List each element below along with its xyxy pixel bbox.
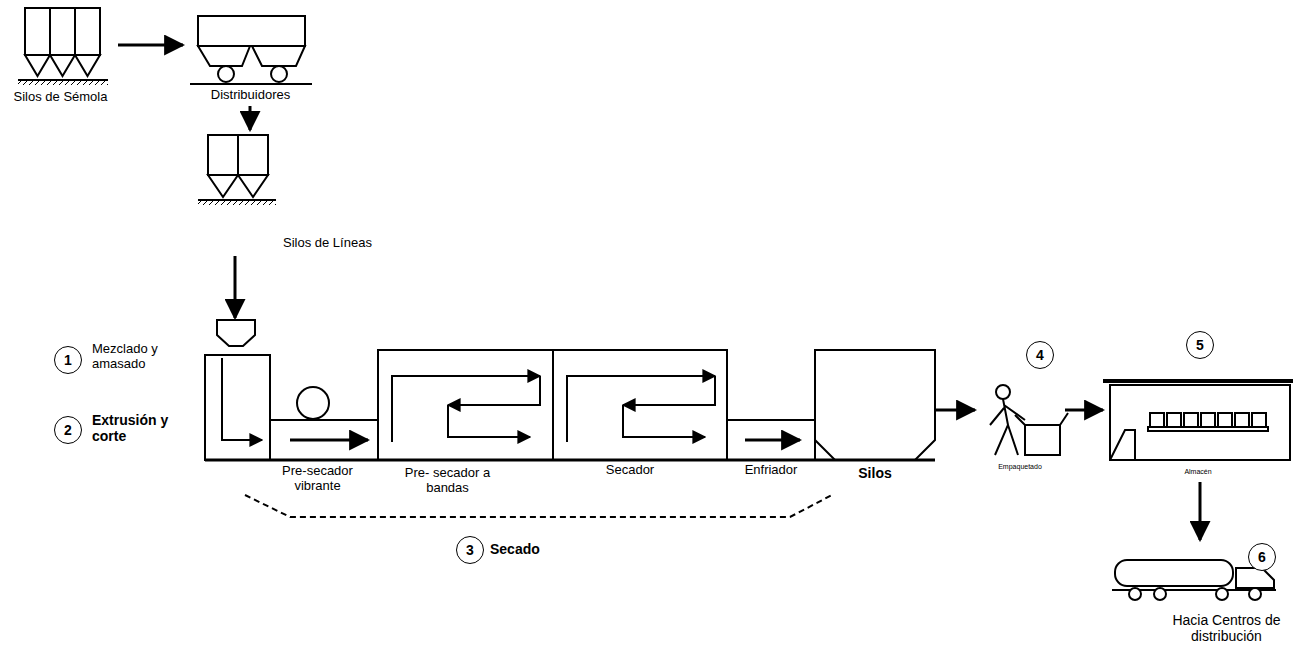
process-station: Pre- secador a bandas [378, 350, 553, 510]
callout-number: 5 [1196, 337, 1204, 353]
station-label: Pre-secador vibrante [270, 464, 365, 494]
flow-arrow [249, 106, 252, 130]
callout-circle: 4 [1026, 341, 1054, 369]
callout-number: 1 [64, 352, 72, 368]
callout-circle: 3 [456, 536, 484, 564]
process-station: Mezclado y amasadoExtrusión y corte [92, 318, 270, 460]
station-label: Silos de Sémola [3, 90, 118, 105]
station-label: Silos [815, 465, 935, 481]
station-label: Extrusión y corte [92, 412, 182, 444]
callout-number: 3 [466, 542, 474, 558]
station-label: Mezclado y amasado [92, 342, 182, 372]
process-station: Pre-secador vibrante [270, 390, 378, 504]
process-station: Almacén [1103, 370, 1293, 482]
process-station: Silos de Líneas [195, 130, 450, 256]
station-label: Secador [575, 463, 685, 478]
flow-arrow [1065, 409, 1103, 412]
callout-number: 2 [64, 422, 72, 438]
station-label: Empaquetado [975, 463, 1065, 471]
callout-circle: 5 [1186, 331, 1214, 359]
flow-arrow [234, 256, 237, 318]
callout-circle: 1 [54, 346, 82, 374]
flow-arrow [935, 409, 975, 412]
callout-circle: 2 [54, 416, 82, 444]
callout-circle: 6 [1248, 543, 1276, 571]
group-label: Secado [490, 541, 540, 557]
station-label: Enfriador [727, 463, 815, 478]
flow-arrow [118, 44, 183, 47]
process-station: Secador [553, 350, 727, 485]
station-label: Hacia Centros de distribución [1160, 612, 1293, 644]
process-station: Hacia Centros de distribución [1105, 540, 1293, 653]
station-label: Silos de Líneas [283, 236, 448, 251]
process-station: Silos de Sémola [3, 3, 118, 109]
flow-arrow [1199, 482, 1202, 540]
process-station: Enfriador [727, 390, 815, 490]
callout-number: 6 [1258, 549, 1266, 565]
station-label: Pre- secador a bandas [385, 466, 510, 496]
process-station: Empaquetado [975, 372, 1065, 480]
process-station: Distribuidores [183, 8, 318, 106]
callout-number: 4 [1036, 347, 1044, 363]
station-label: Distribuidores [183, 88, 318, 103]
process-station: Silos [815, 350, 935, 490]
station-label: Almacén [1103, 468, 1293, 476]
